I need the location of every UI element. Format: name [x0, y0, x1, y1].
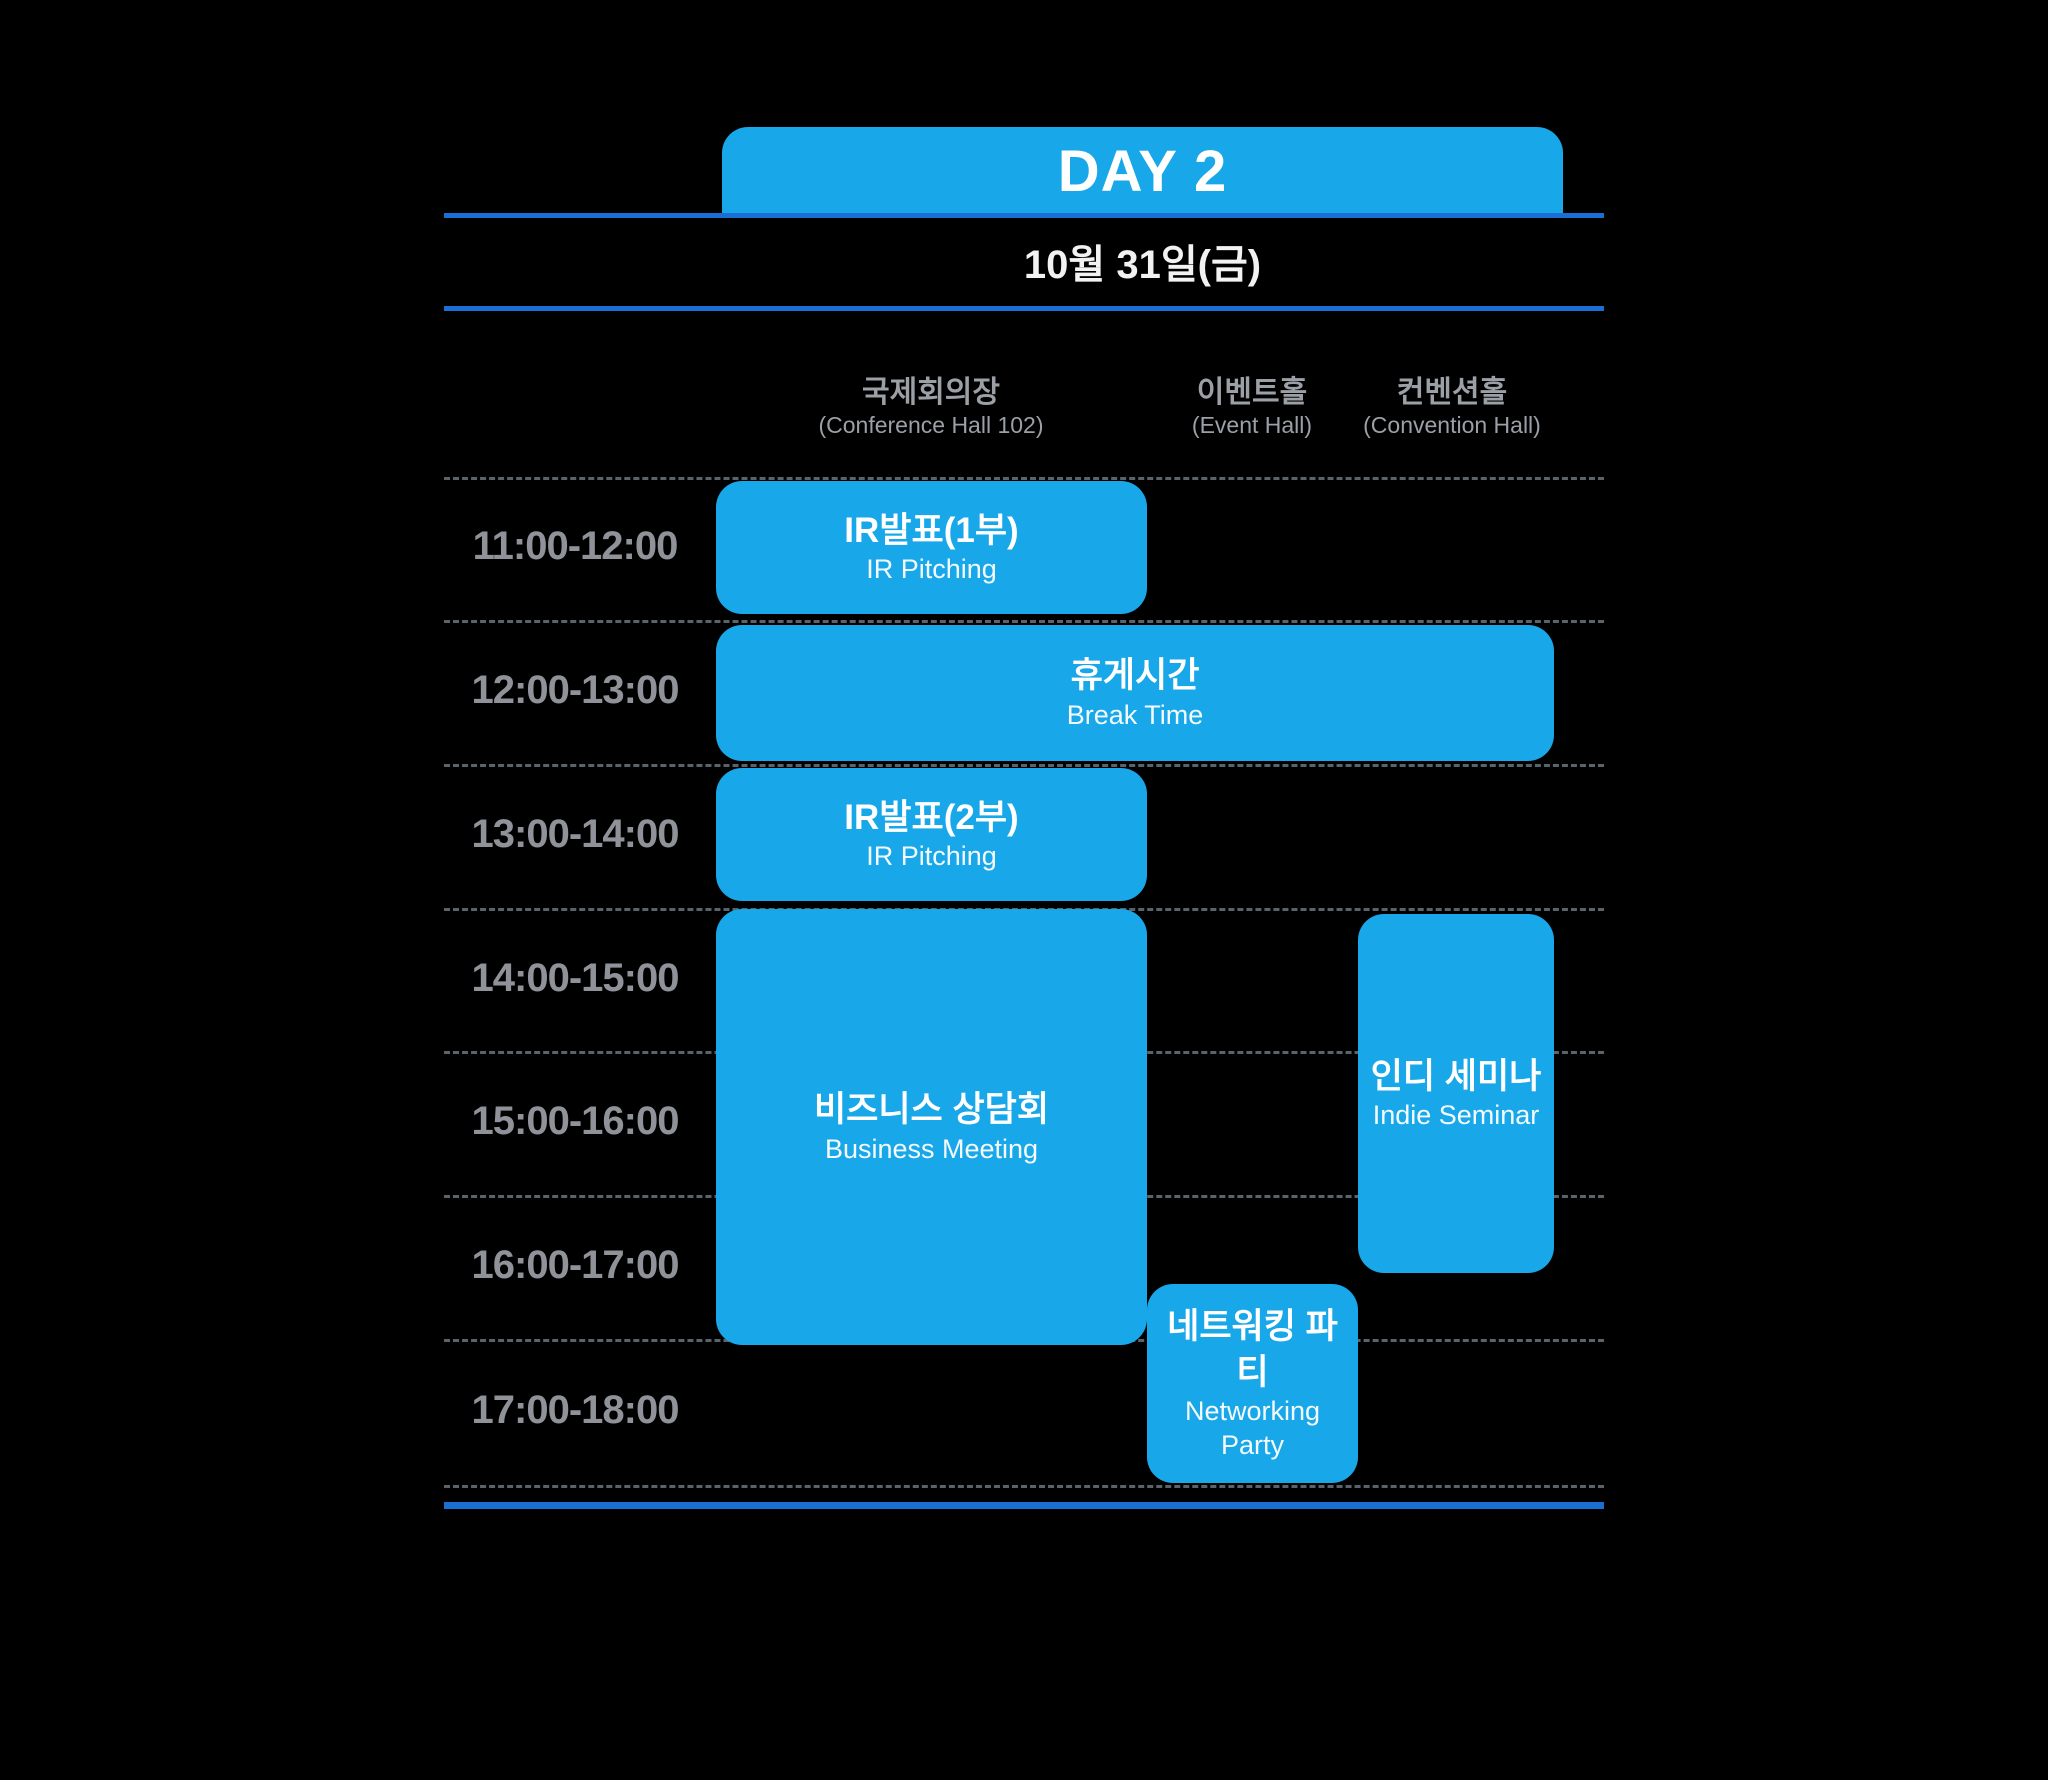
event-subtitle: Business Meeting: [824, 1133, 1039, 1164]
event-title: 휴게시간: [1070, 656, 1200, 696]
day-banner: DAY 2: [722, 127, 1563, 215]
row-grid-line: [444, 620, 1604, 623]
column-header-conference-hall: 국제회의장 (Conference Hall 102): [731, 352, 1131, 462]
event-subtitle: Networking Party: [1184, 1396, 1321, 1460]
event-subtitle: Indie Seminar: [1372, 1100, 1540, 1131]
event-date: 10월 31일(금): [1023, 243, 1262, 287]
event-block-break-time: 휴게시간 Break Time: [716, 625, 1554, 761]
column-name: 이벤트홀: [1196, 375, 1308, 409]
event-block-indie-seminar: 인디 세미나 Indie Seminar: [1358, 914, 1554, 1273]
row-grid-line: [444, 764, 1604, 767]
separator-line-under-date: [444, 306, 1604, 311]
separator-line-bottom: [444, 1502, 1604, 1509]
time-label: 17:00-18:00: [471, 1388, 680, 1432]
event-title: 비즈니스 상담회: [813, 1090, 1050, 1130]
time-label: 16:00-17:00: [471, 1243, 680, 1287]
row-grid-line: [444, 477, 1604, 480]
event-subtitle: IR Pitching: [866, 554, 997, 585]
separator-line-under-banner: [444, 213, 1604, 218]
column-subtitle: (Event Hall): [1191, 412, 1313, 439]
event-block-ir-pitching-2: IR발표(2부) IR Pitching: [716, 768, 1147, 901]
column-name: 국제회의장: [862, 375, 1000, 409]
column-subtitle: (Conference Hall 102): [818, 412, 1044, 439]
time-label: 12:00-13:00: [471, 668, 680, 712]
event-subtitle: Break Time: [1066, 699, 1204, 730]
column-header-event-hall: 이벤트홀 (Event Hall): [1152, 352, 1352, 462]
day-title: DAY 2: [1057, 138, 1228, 204]
event-block-networking-party: 네트워킹 파티 Networking Party: [1147, 1284, 1358, 1483]
column-header-convention-hall: 컨벤션홀 (Convention Hall): [1350, 352, 1554, 462]
time-label: 15:00-16:00: [471, 1099, 680, 1143]
column-subtitle: (Convention Hall): [1363, 412, 1541, 439]
time-label: 11:00-12:00: [472, 524, 679, 568]
event-block-business-meeting: 비즈니스 상담회 Business Meeting: [716, 909, 1147, 1345]
row-grid-line: [444, 1485, 1604, 1488]
event-title: 인디 세미나: [1370, 1056, 1542, 1096]
event-title: IR발표(2부): [844, 797, 1019, 837]
time-label: 13:00-14:00: [471, 812, 680, 856]
column-name: 컨벤션홀: [1396, 375, 1508, 409]
event-title: 네트워킹 파티: [1167, 1307, 1338, 1392]
time-label: 14:00-15:00: [471, 956, 680, 1000]
event-subtitle: IR Pitching: [866, 841, 997, 872]
event-title: IR발표(1부): [844, 510, 1019, 550]
event-block-ir-pitching-1: IR발표(1부) IR Pitching: [716, 481, 1147, 614]
